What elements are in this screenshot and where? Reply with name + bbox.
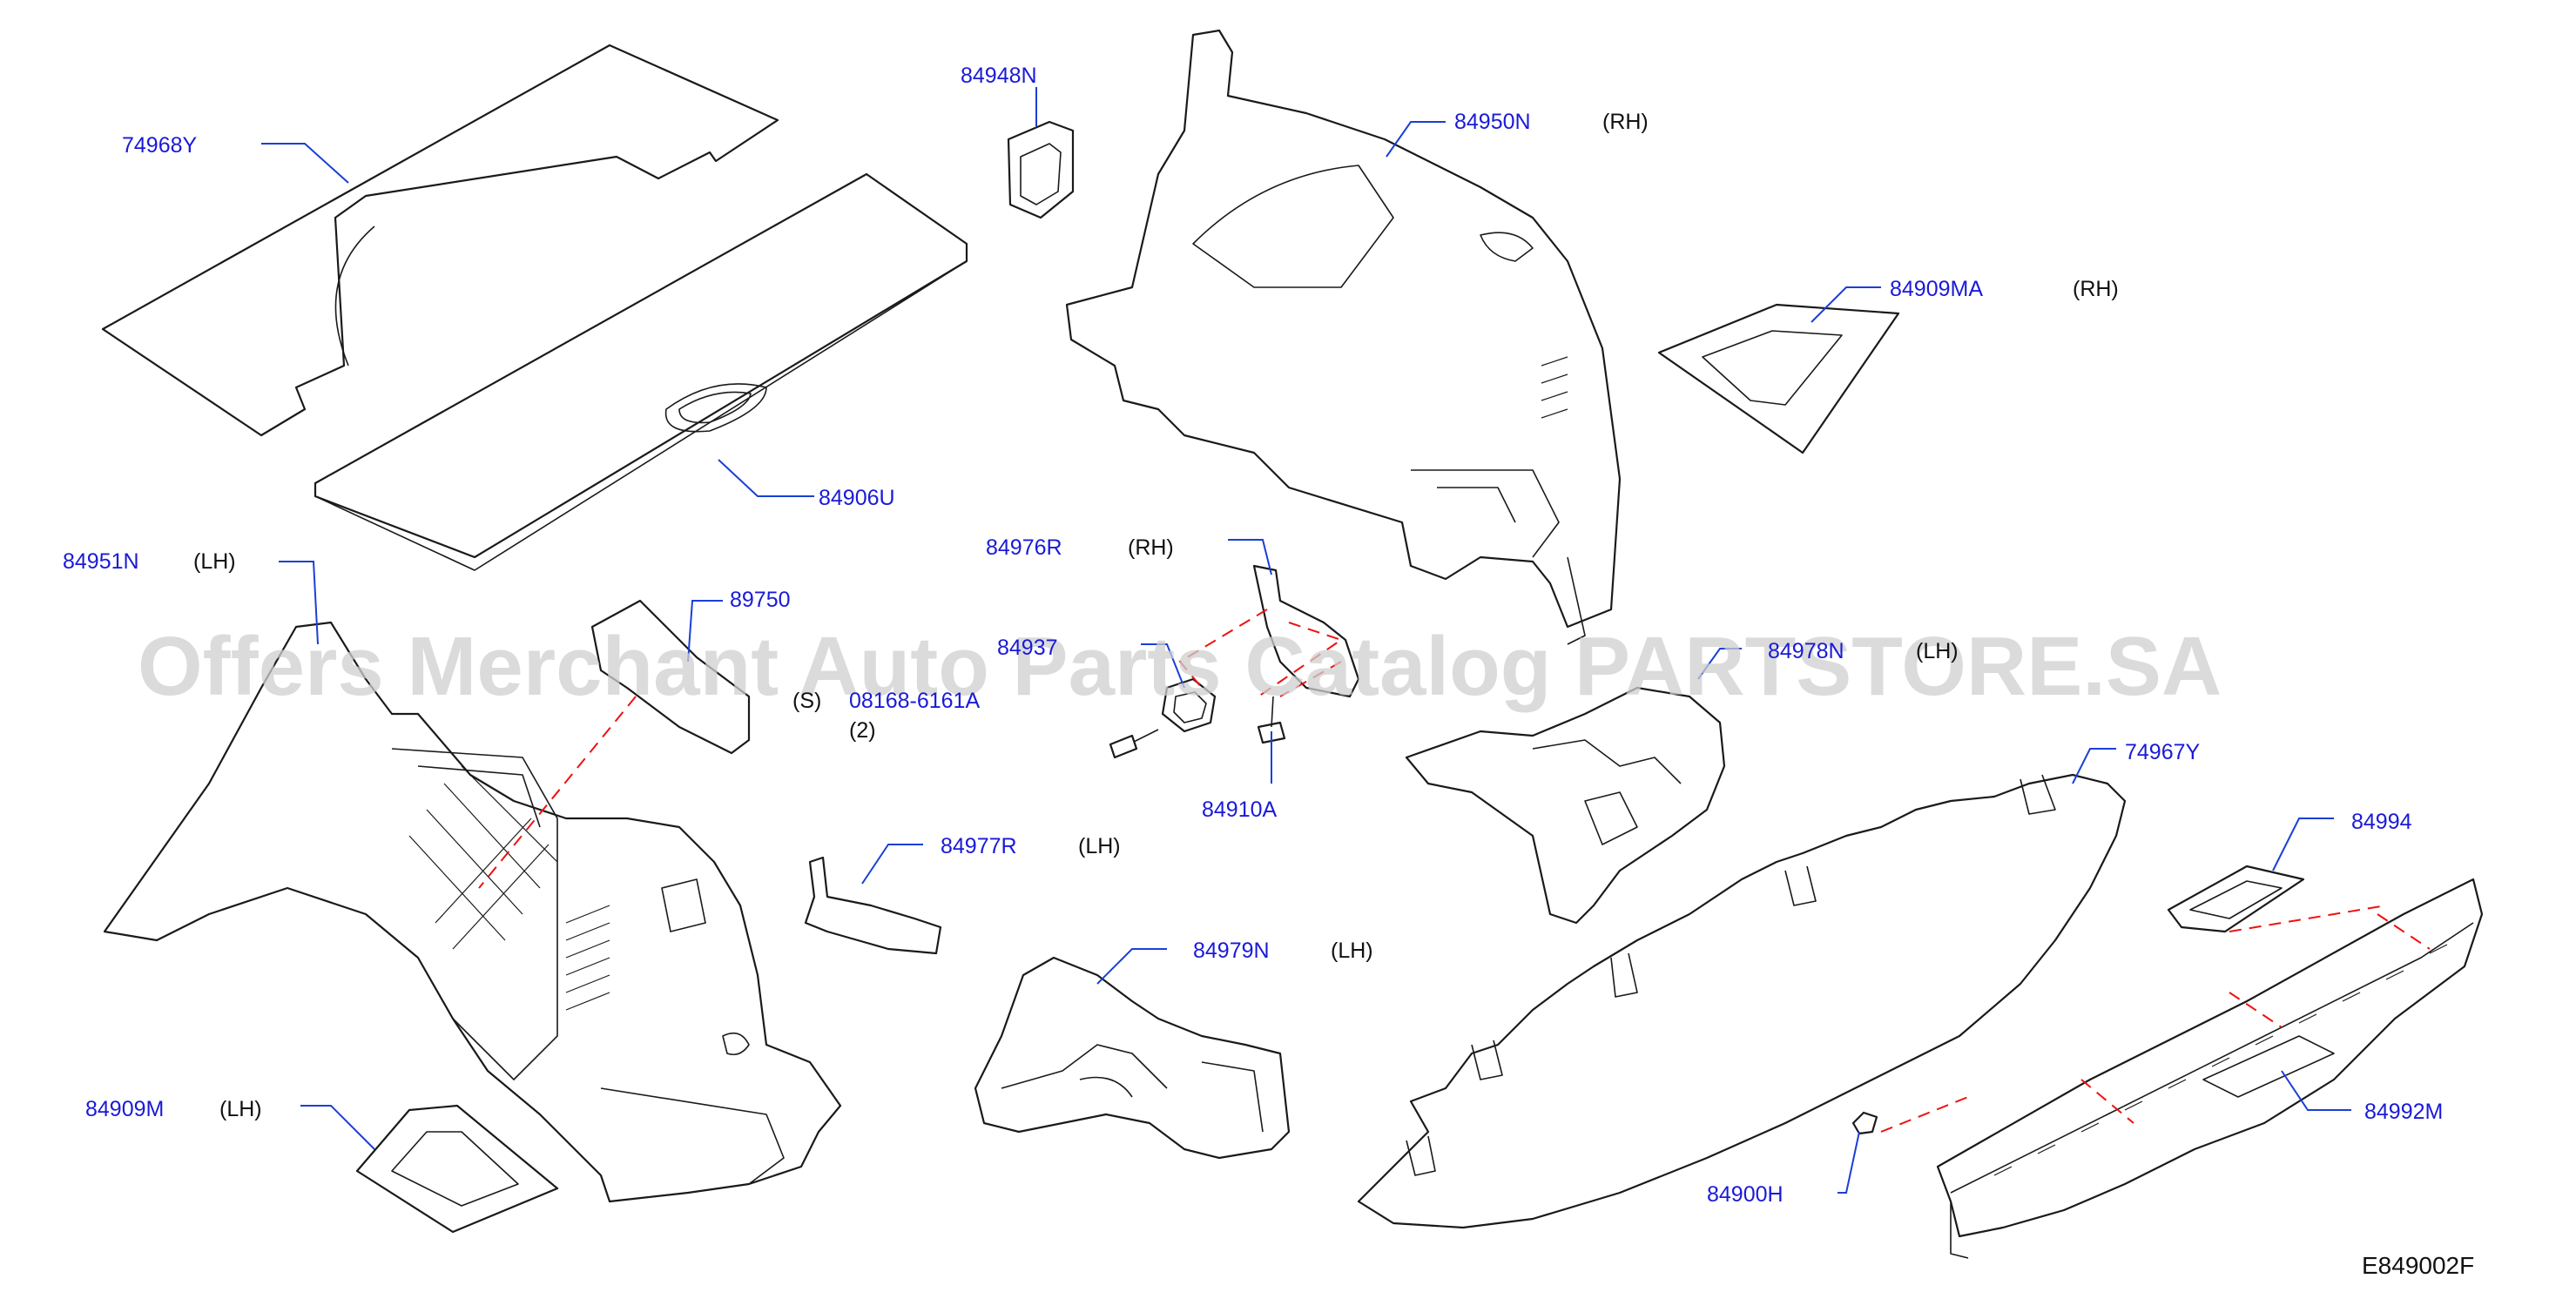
callout-84910a[interactable]: 84910A (1202, 797, 1278, 822)
callout-84978n[interactable]: 84978N (1768, 639, 1844, 663)
part-84950n-side-finisher-rh[interactable] (1065, 29, 1622, 645)
callout-84977r-side: (LH) (1078, 834, 1121, 858)
part-84979n-tray-lh[interactable] (974, 956, 1291, 1160)
callout-84992m[interactable]: 84992M (2364, 1100, 2443, 1124)
callout-84909ma-side: (RH) (2073, 277, 2119, 301)
callout-84950n[interactable]: 84950N (1454, 110, 1531, 134)
figure-code: E849002F (2362, 1252, 2474, 1279)
callout-84951n[interactable]: 84951N (63, 549, 139, 574)
callout-84979n-side: (LH) (1331, 939, 1373, 963)
callout-84906u[interactable]: 84906U (819, 486, 895, 510)
part-84992m-rear-plate[interactable] (1936, 878, 2484, 1259)
callout-08168-6161a[interactable]: 08168-6161A (849, 689, 980, 713)
callout-84909m-side: (LH) (219, 1097, 262, 1121)
callout-84951n-side: (LH) (193, 549, 236, 574)
callout-74968y[interactable]: 74968Y (122, 133, 198, 158)
callout-84937[interactable]: 84937 (997, 636, 1058, 660)
part-84909m-mat-lh[interactable] (355, 1104, 559, 1234)
callout-84909ma[interactable]: 84909MA (1890, 277, 1983, 301)
part-84977r-bracket-lh[interactable] (804, 856, 942, 955)
part-74967y-long-finisher[interactable] (1357, 773, 2127, 1229)
callout-labels: 74968Y 84906U 84948N 84950N (RH) 84909MA… (63, 64, 2474, 1279)
callout-08168-6161a-side: (S) (792, 689, 821, 713)
part-84909ma-mat-rh[interactable] (1657, 303, 1900, 454)
callout-84900h[interactable]: 84900H (1707, 1182, 1784, 1207)
callout-84977r[interactable]: 84977R (941, 834, 1017, 858)
part-84900h-clip[interactable] (1851, 1111, 1878, 1135)
part-74968y-board[interactable] (101, 44, 779, 437)
part-84976r-bracket-rh[interactable] (1252, 564, 1360, 698)
leader-lines (261, 87, 2351, 1194)
callout-84950n-side: (RH) (1602, 110, 1649, 134)
callout-84948n[interactable]: 84948N (961, 64, 1037, 88)
callout-84976r[interactable]: 84976R (986, 535, 1062, 560)
part-84951n-side-finisher-lh[interactable] (103, 621, 842, 1203)
part-84994-pocket[interactable] (2167, 865, 2305, 933)
part-84948n-cover[interactable] (1007, 120, 1075, 219)
watermark-text: Offers Merchant Auto Parts Catalog PARTS… (138, 620, 2222, 713)
callout-84979n[interactable]: 84979N (1193, 939, 1270, 963)
part-08168-6161a-screw[interactable] (1109, 729, 1159, 759)
part-84978n-support-lh[interactable] (1405, 686, 1726, 925)
assembly-lines (478, 609, 2431, 1133)
callout-84976r-side: (RH) (1128, 535, 1174, 560)
callout-84978n-side: (LH) (1916, 639, 1959, 663)
callout-74967y[interactable]: 74967Y (2125, 740, 2201, 764)
callout-84994[interactable]: 84994 (2351, 810, 2412, 834)
part-84906u-floor-board[interactable] (314, 172, 968, 571)
callout-08168-6161a-qty: (2) (849, 718, 876, 743)
callout-89750[interactable]: 89750 (730, 588, 791, 612)
part-89750-cover[interactable] (590, 599, 751, 755)
callout-84909m[interactable]: 84909M (85, 1097, 164, 1121)
part-84937-grommet[interactable] (1161, 677, 1217, 733)
